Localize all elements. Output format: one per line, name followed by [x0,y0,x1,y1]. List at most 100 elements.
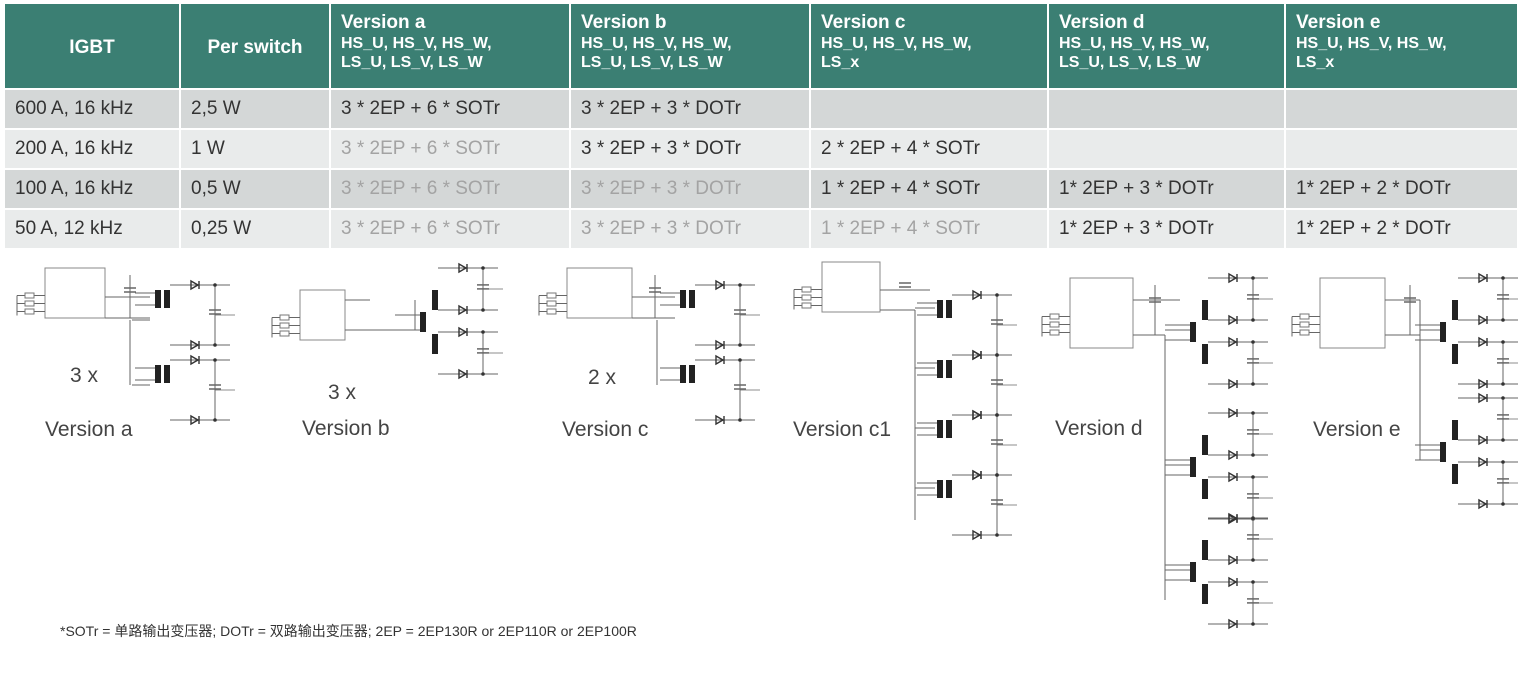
resistor-icon [546,308,557,315]
diode-icon [458,304,468,316]
header-title: Version a [341,12,426,33]
transformer-winding-icon [1190,457,1196,477]
table-cell: 1 W [180,128,331,169]
diode-icon [1228,576,1238,588]
diagram-label-b: Version b [302,417,390,440]
diode-icon [1478,378,1488,390]
table-cell: 600 A, 16 kHz [5,88,181,129]
driver-ic-icon [1069,277,1134,349]
transformer-winding-icon [937,300,943,318]
diode-icon [715,414,725,426]
junction-dot [1501,382,1505,386]
column-header-0: IGBT [5,4,181,89]
table-cell: 3 * 2EP + 3 * DOTr [570,88,811,129]
junction-dot [1251,580,1255,584]
transformer-winding-icon [1452,420,1458,440]
diode-icon [972,349,982,361]
diagram-label-e: Version e [1313,418,1401,441]
table-cell [1285,128,1518,169]
header-sub2: LS_x [821,54,860,71]
diode-icon [1228,471,1238,483]
junction-dot [1501,340,1505,344]
table-cell: 1* 2EP + 3 * DOTr [1048,168,1286,209]
resistor-icon [801,286,812,293]
junction-dot [738,343,742,347]
junction-dot [995,413,999,417]
diode-icon [458,326,468,338]
driver-ic-icon [299,289,346,341]
junction-dot [1251,453,1255,457]
diode-icon [972,289,982,301]
transformer-winding-icon [946,360,952,378]
table-cell: 3 * 2EP + 6 * SOTr [330,88,571,129]
transformer-winding-icon [946,300,952,318]
resistor-icon [24,308,35,315]
junction-dot [1251,622,1255,626]
junction-dot [1501,502,1505,506]
diode-icon [1478,272,1488,284]
diode-icon [1228,554,1238,566]
junction-dot [1501,396,1505,400]
diagram-label-d: Version d [1055,417,1143,440]
table-cell: 0,25 W [180,208,331,248]
diode-icon [1228,512,1238,524]
diode-icon [1228,449,1238,461]
driver-ic-icon [1319,277,1386,349]
table-cell: 1 * 2EP + 4 * SOTr [810,168,1049,209]
header-sub2: LS_U, LS_V, LS_W [1059,54,1201,71]
resistor-icon [546,300,557,307]
transformer-winding-icon [155,365,161,383]
diagram-label-c1: Version c1 [793,418,892,441]
table-cell [1285,88,1518,129]
transformer-winding-icon [1202,540,1208,560]
resistor-icon [801,294,812,301]
transformer-winding-icon [164,365,170,383]
diode-icon [1228,618,1238,630]
resistor-icon [1299,313,1310,320]
resistor-icon [24,300,35,307]
diode-icon [715,339,725,351]
driver-ic-icon [566,267,633,319]
junction-dot [995,473,999,477]
diode-icon [1478,498,1488,510]
transformer-winding-icon [1202,344,1208,364]
header-title: Version c [821,12,906,33]
header-sub2: LS_x [1296,54,1335,71]
junction-dot [738,358,742,362]
transformer-winding-icon [946,420,952,438]
header-title: Version d [1059,12,1145,33]
table-cell: 1 * 2EP + 4 * SOTr [810,208,1049,248]
table-cell: 50 A, 12 kHz [5,208,181,248]
table-cell: 3 * 2EP + 6 * SOTr [330,168,571,209]
junction-dot [1251,382,1255,386]
junction-dot [1251,475,1255,479]
junction-dot [481,266,485,270]
transformer-winding-icon [1190,322,1196,342]
resistor-icon [279,314,290,321]
transformer-winding-icon [432,334,438,354]
table-cell: 0,5 W [180,168,331,209]
transformer-winding-icon [1202,435,1208,455]
table-cell: 1* 2EP + 3 * DOTr [1048,208,1286,248]
header-title: Version b [581,12,667,33]
transformer-winding-icon [1452,300,1458,320]
resistor-icon [1049,329,1060,336]
transformer-winding-icon [937,480,943,498]
driver-ic-icon [821,261,881,313]
diode-icon [1228,272,1238,284]
diode-icon [1478,456,1488,468]
multiplier-a: 3 x [70,364,99,387]
table-cell: 2,5 W [180,88,331,129]
multiplier-b: 3 x [328,381,357,404]
transformer-winding-icon [680,290,686,308]
diode-icon [715,279,725,291]
table-cell: 3 * 2EP + 3 * DOTr [570,168,811,209]
footnote: *SOTr = 单路输出变压器; DOTr = 双路输出变压器; 2EP = 2… [60,623,637,639]
table-cell: 3 * 2EP + 3 * DOTr [570,128,811,169]
transformer-winding-icon [1202,479,1208,499]
resistor-icon [279,322,290,329]
transformer-winding-icon [1452,344,1458,364]
transformer-winding-icon [1440,322,1446,342]
